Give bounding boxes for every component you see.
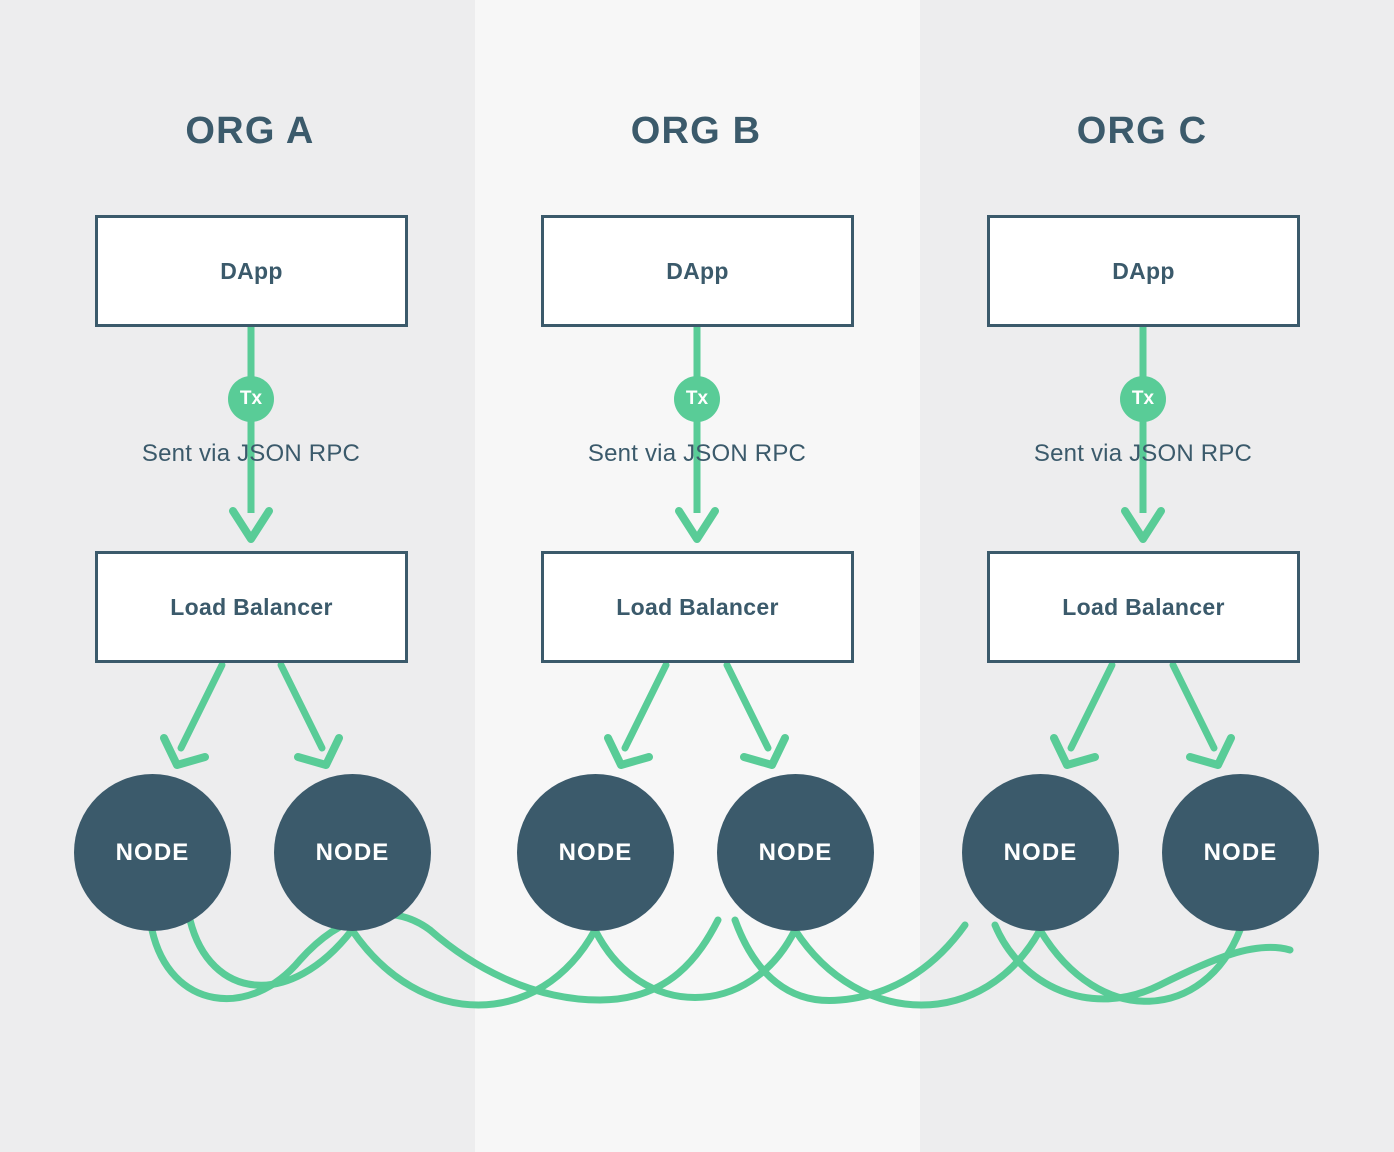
tx-badge-org-a: Tx: [228, 376, 274, 422]
node-circle-org-c-1[interactable]: NODE: [962, 774, 1119, 931]
dapp-box-org-a[interactable]: DApp: [95, 215, 408, 327]
load-balancer-box-org-a[interactable]: Load Balancer: [95, 551, 408, 663]
load-balancer-box-org-b[interactable]: Load Balancer: [541, 551, 854, 663]
node-circle-org-c-2[interactable]: NODE: [1162, 774, 1319, 931]
node-circle-org-a-1[interactable]: NODE: [74, 774, 231, 931]
rpc-caption-org-b: Sent via JSON RPC: [587, 440, 807, 467]
dapp-box-org-c[interactable]: DApp: [987, 215, 1300, 327]
org-title-c: ORG C: [1076, 110, 1208, 152]
node-circle-org-a-2[interactable]: NODE: [274, 774, 431, 931]
org-title-a: ORG A: [185, 110, 315, 152]
rpc-caption-org-a: Sent via JSON RPC: [141, 440, 361, 467]
rpc-caption-org-c: Sent via JSON RPC: [1033, 440, 1253, 467]
org-title-b: ORG B: [630, 110, 762, 152]
node-circle-org-b-2[interactable]: NODE: [717, 774, 874, 931]
dapp-box-org-b[interactable]: DApp: [541, 215, 854, 327]
node-circle-org-b-1[interactable]: NODE: [517, 774, 674, 931]
load-balancer-box-org-c[interactable]: Load Balancer: [987, 551, 1300, 663]
tx-badge-org-c: Tx: [1120, 376, 1166, 422]
tx-badge-org-b: Tx: [674, 376, 720, 422]
